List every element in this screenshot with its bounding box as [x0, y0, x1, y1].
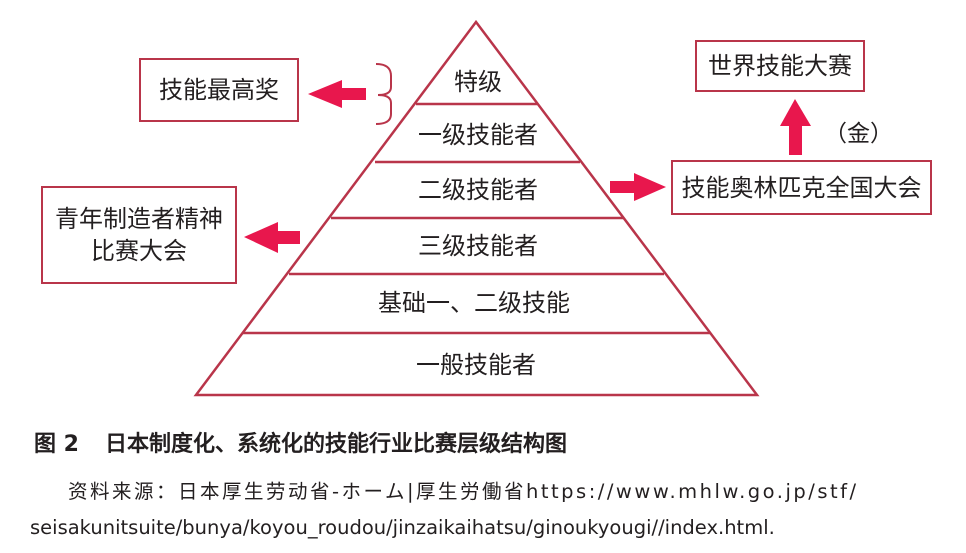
- level-label-basic: 基础一、二级技能: [378, 289, 570, 317]
- level-label-third: 三级技能者: [418, 232, 538, 260]
- figure-title: 日本制度化、系统化的技能行业比赛层级结构图: [104, 432, 567, 457]
- box-world-competition: 世界技能大赛: [695, 40, 865, 92]
- source-note: 资料来源：日本厚生劳动省-ホーム|厚生労働省https://www.mhlw.g…: [30, 474, 960, 546]
- level-label-first: 一级技能者: [418, 121, 538, 149]
- pyramid-dividers: [243, 102, 710, 335]
- youth-competition-line-2: 比赛大会: [91, 237, 187, 265]
- level-label-general: 一般技能者: [416, 351, 536, 379]
- arrow-to-world-competition: [780, 99, 811, 155]
- box-top-award: 技能最高奖: [139, 58, 299, 122]
- arrow-to-top-award: [308, 80, 366, 108]
- level-label-special: 特级: [454, 68, 502, 96]
- arrow-to-national-olympics: [610, 173, 666, 201]
- box-youth-competition: 青年制造者精神 比赛大会: [41, 186, 237, 284]
- youth-competition-line-1: 青年制造者精神: [55, 205, 223, 233]
- source-line-2: seisakunitsuite/bunya/koyou_roudou/jinza…: [30, 516, 775, 539]
- pyramid-outline: [193, 19, 760, 397]
- arrow-to-youth-competition: [244, 222, 300, 253]
- source-line-1: 资料来源：日本厚生劳动省-ホーム|厚生労働省https://www.mhlw.g…: [68, 480, 859, 503]
- box-national-olympics: 技能奥林匹克全国大会: [671, 160, 932, 215]
- pyramid-diagram: 特级 一级技能者 二级技能者 三级技能者 基础一、二级技能 一般技能者: [193, 19, 811, 397]
- figure-number: 图 2: [34, 432, 79, 457]
- gold-label: （金）: [824, 121, 893, 147]
- curly-brace: [375, 63, 392, 125]
- level-label-second: 二级技能者: [418, 176, 538, 204]
- figure-caption: 图 2 日本制度化、系统化的技能行业比赛层级结构图: [34, 426, 567, 458]
